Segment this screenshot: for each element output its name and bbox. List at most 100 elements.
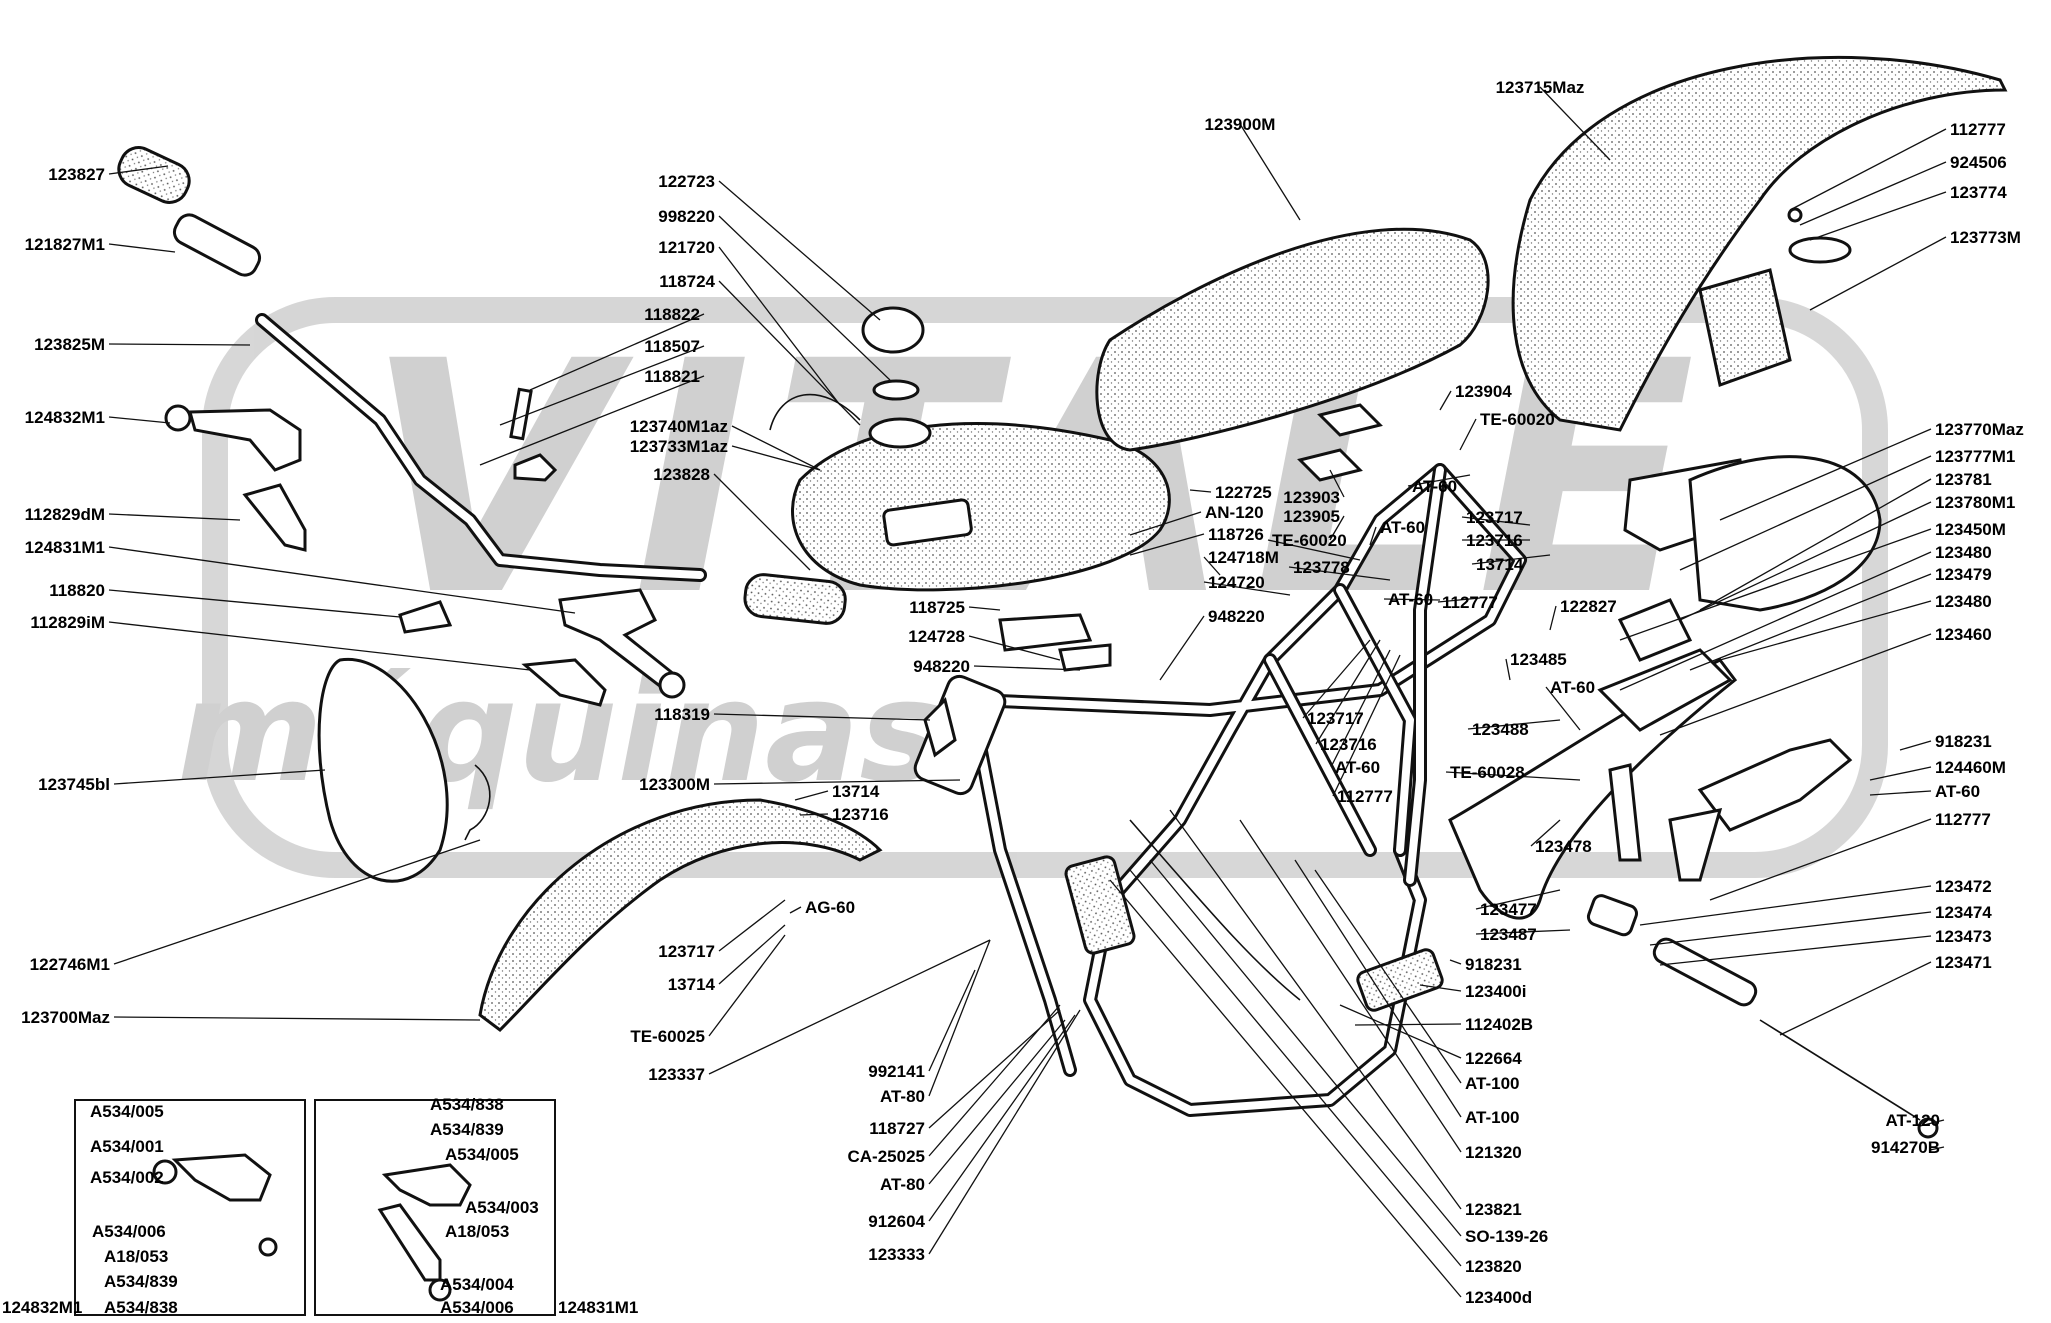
inset-part-label: A534/002 (90, 1168, 164, 1187)
part-label: 123471 (1935, 953, 1992, 972)
part-label: AT-60 (1335, 758, 1380, 777)
leader-line (1239, 123, 1301, 221)
seat (1095, 227, 1490, 452)
part-label: AT-60 (1380, 518, 1425, 537)
part-label: 123300M (639, 775, 710, 794)
part-label: 123903 (1283, 488, 1340, 507)
part-label: 123480 (1935, 592, 1992, 611)
leader-line (1315, 639, 1381, 745)
part-label: 124460M (1935, 758, 2006, 777)
leader-line (1407, 474, 1471, 487)
leader-line (108, 416, 171, 424)
clip-118319 (923, 697, 957, 758)
part-label: 123400d (1465, 1288, 1532, 1307)
leader-line (1437, 597, 1481, 603)
part-label: 123905 (1283, 507, 1340, 526)
air-filter-cap (1788, 236, 1852, 264)
part-label: 123716 (1466, 531, 1523, 550)
leader-line (1799, 161, 1947, 226)
part-label: 123715Maz (1496, 78, 1585, 97)
plate-bracket (464, 764, 491, 841)
leader-line (1619, 551, 1932, 691)
part-label: 123460 (1935, 625, 1992, 644)
part-label: 123900M (1205, 115, 1276, 134)
leader-line (1459, 418, 1477, 451)
part-label: 924506 (1950, 153, 2007, 172)
part-label: 123717 (658, 942, 715, 961)
leader-line (928, 1009, 1081, 1255)
leader-line (1419, 984, 1462, 992)
right-grip (743, 573, 847, 625)
leader-line (1302, 639, 1371, 719)
vent-tube (769, 393, 861, 431)
part-label: 112777 (1442, 593, 1498, 612)
leader-line (1467, 719, 1561, 730)
leader-line (1449, 959, 1462, 965)
inset-right-labels: A534/838A534/839A534/005A534/003A18/053A… (430, 1095, 539, 1317)
leader-line (1339, 1004, 1462, 1059)
part-label: AT-100 (1465, 1108, 1520, 1127)
part-label: 121827M1 (25, 235, 105, 254)
leader-line (1530, 819, 1561, 847)
part-label: 123774 (1950, 183, 2007, 202)
inset-part-label: A534/004 (440, 1275, 514, 1294)
leader-line (1699, 478, 1932, 611)
leader-line (1779, 961, 1932, 1036)
part-label: 123827 (48, 165, 105, 184)
part-label: 123780M1 (1935, 493, 2015, 512)
leader-line (928, 1019, 1066, 1185)
leader-line (1649, 911, 1932, 946)
leader-line (529, 313, 705, 391)
part-label: 912604 (868, 1212, 925, 1231)
leader-line (1159, 615, 1205, 681)
part-label: SO-139-26 (1465, 1227, 1548, 1246)
part-label: TE-60020 (1272, 531, 1347, 550)
leader-line (1239, 819, 1462, 1153)
part-label: 118725 (909, 598, 965, 617)
part-label: TE-60020 (1480, 410, 1555, 429)
part-label: 123820 (1465, 1257, 1522, 1276)
leader-line (718, 924, 786, 985)
part-label: 123477 (1480, 900, 1537, 919)
inset-left-box (74, 1099, 306, 1316)
leader-line (1475, 929, 1571, 935)
part-label: 124728 (908, 627, 965, 646)
leader-line (1719, 428, 1932, 521)
leader-line (1539, 86, 1611, 161)
leader-line (1789, 128, 1947, 211)
part-label: 123480 (1935, 543, 1992, 562)
lever-cover-right (521, 658, 607, 707)
leader-line (1439, 390, 1452, 411)
part-label: 918231 (1935, 732, 1992, 751)
part-label: 123474 (1935, 903, 1992, 922)
part-label: 112777 (1950, 120, 2006, 139)
leader-line (108, 165, 169, 175)
leader-line (1639, 885, 1932, 926)
throttle-sleeve (172, 213, 262, 277)
part-label: AT-60 (1550, 678, 1595, 697)
leader-line (1719, 600, 1932, 661)
seat-pad-123904 (1317, 403, 1383, 437)
footrest-right (1356, 948, 1444, 1012)
seat-pad-123903 (1297, 448, 1363, 482)
part-label: 948220 (1208, 607, 1265, 626)
part-label: 123450M (1935, 520, 2006, 539)
leader-line (113, 1016, 481, 1021)
air-filter (1698, 268, 1792, 387)
rear-plate-124460M (1697, 738, 1853, 832)
rubber-mount (1617, 598, 1693, 662)
leader-line (1288, 566, 1391, 581)
leader-line (731, 445, 821, 471)
part-label: 118507 (644, 337, 700, 356)
inset-part-label: A534/005 (90, 1102, 164, 1121)
leader-line (113, 839, 481, 965)
right-lever-ball (658, 671, 686, 699)
inset-right-outer-label: 124831M1 (558, 1298, 638, 1317)
leader-line (1929, 1146, 1945, 1151)
leader-line (928, 939, 991, 1097)
leader-line (1475, 889, 1561, 910)
part-label: 123478 (1535, 837, 1592, 856)
part-label: 123716 (832, 805, 889, 824)
swingarm-group (1448, 598, 1939, 1139)
seat-group (1095, 227, 1490, 482)
